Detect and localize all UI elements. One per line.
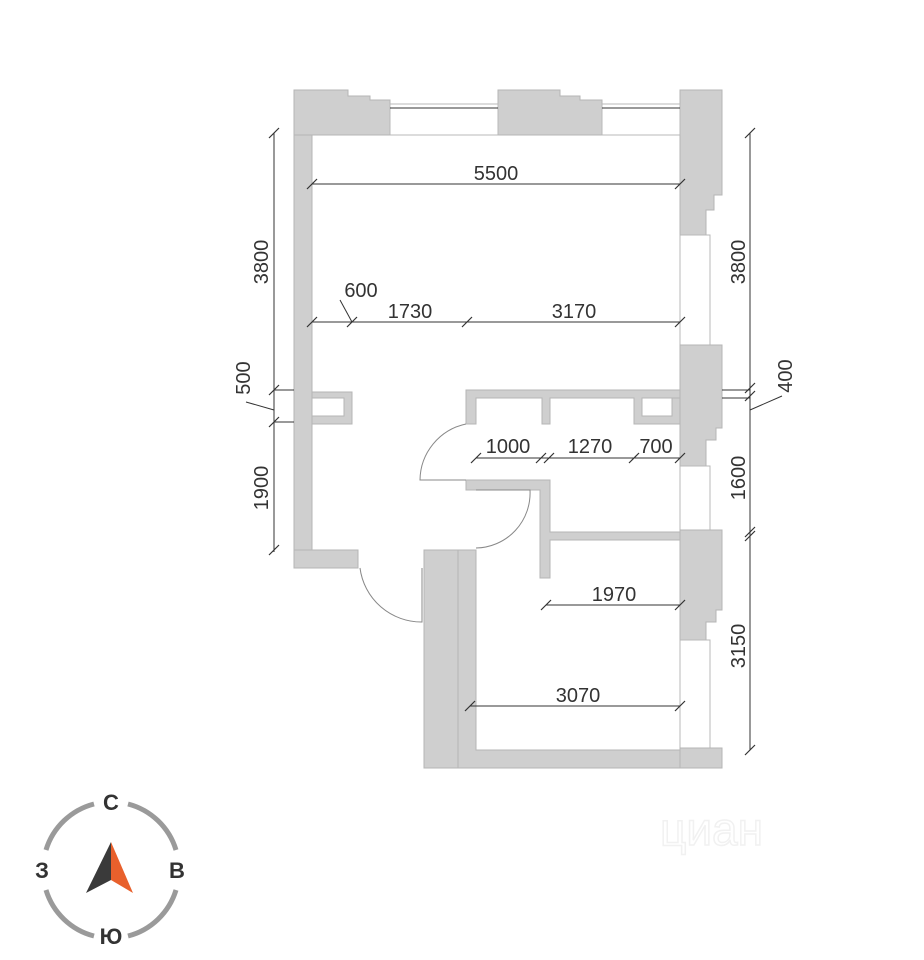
- compass-arrow-dark: [86, 842, 111, 893]
- dim-right-3800: 3800: [728, 240, 750, 285]
- dim-1000: 1000: [486, 436, 531, 458]
- wall-bottom-left: [293, 549, 359, 569]
- compass-ring-se: [127, 889, 179, 939]
- wall-left: [293, 89, 313, 569]
- window-top-1: [389, 103, 499, 136]
- wall-bottom-right: [679, 747, 723, 769]
- dim-1270: 1270: [568, 436, 613, 458]
- compass-ring-ne: [127, 801, 179, 851]
- watermark-text: циан: [660, 803, 763, 855]
- dim-1970: 1970: [592, 584, 637, 606]
- doors: [359, 423, 531, 623]
- door-lower: [475, 489, 531, 549]
- compass-east: В: [169, 858, 185, 883]
- dim-left-3800: 3800: [251, 240, 273, 285]
- wall-top-mid-pillar: [497, 89, 603, 136]
- dim-1730: 1730: [388, 301, 433, 323]
- door-bathroom: [419, 423, 467, 481]
- wall-center-lower: [465, 479, 681, 579]
- dimension-labels: 5500 600 1730 3170 1000 1270 700 1970 30…: [233, 163, 797, 707]
- wall-center-top: [465, 389, 681, 425]
- wall-right-lower-pillar: [679, 529, 723, 641]
- dim-right-3150: 3150: [728, 624, 750, 669]
- compass-ring-nw: [43, 801, 95, 851]
- door-entrance: [359, 567, 423, 623]
- dim-left-500: 500: [233, 361, 255, 394]
- window-right-upper: [679, 234, 711, 346]
- wall-left-niche: [311, 391, 353, 425]
- compass-west: З: [35, 858, 49, 883]
- window-right-mid: [679, 465, 711, 531]
- dim-700: 700: [639, 436, 672, 458]
- dim-600: 600: [344, 280, 377, 302]
- wall-right-mid-pillar: [679, 344, 723, 467]
- dim-left-1900: 1900: [251, 466, 273, 511]
- dim-right-1600: 1600: [728, 456, 750, 501]
- window-right-lower: [679, 639, 711, 751]
- walls: [293, 89, 723, 769]
- compass-north: С: [103, 790, 119, 815]
- window-top-2: [601, 103, 681, 136]
- dim-3070-label: 3070: [556, 685, 601, 707]
- wall-top-right-pillar: [679, 89, 723, 236]
- wall-lower-room: [457, 549, 681, 769]
- dim-right-400: 400: [775, 359, 797, 392]
- compass-south: Ю: [100, 924, 123, 949]
- compass: С З В Ю: [35, 790, 185, 949]
- dimension-lines: [245, 127, 783, 756]
- compass-arrow-orange: [111, 842, 133, 893]
- dim-5500: 5500: [474, 163, 519, 185]
- wall-top-left-pillar: [293, 89, 391, 136]
- compass-ring-sw: [43, 889, 95, 939]
- dim-3170: 3170: [552, 301, 597, 323]
